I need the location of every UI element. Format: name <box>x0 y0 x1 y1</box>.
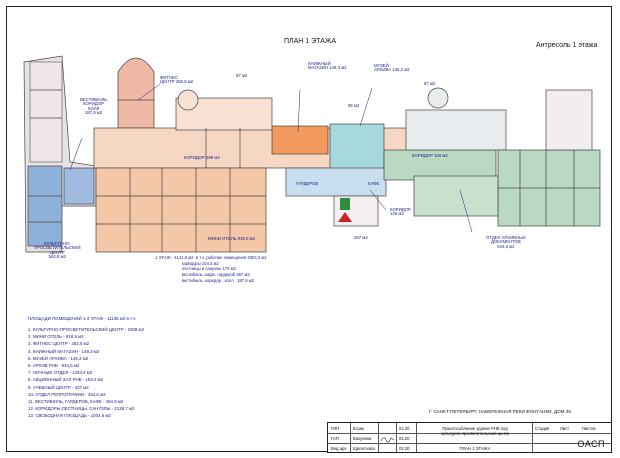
main-body <box>93 87 601 253</box>
col-sheet: Лист <box>560 426 570 431</box>
area-legend: ПЛОЩАДИ ПОМЕЩЕНИЙ 1-3 ЭТАЖ - 11136 м2 в … <box>28 316 144 420</box>
name-gip: Козак <box>353 426 364 431</box>
drawing-sheet-border <box>6 6 612 452</box>
label-cafe: КАФЕ <box>368 181 380 186</box>
date-gap: 02.20 <box>399 436 410 441</box>
floor-area-summary: 1 ЭТАЖ - 4141,6 м2, в т.ч. рабочие помещ… <box>155 255 267 283</box>
label-mini-hotel: МИНИ ОТЕЛЬ 918,9 м2 <box>208 236 256 241</box>
col-stage: Стадия <box>535 426 550 431</box>
legend-item: 13. СВОБОДНАЯ ПЛОЩАДЬ - 1004,6 м2 <box>28 413 111 419</box>
label-museum: МУЗЕЙ АРХИВА 145,2 м2 <box>374 63 410 73</box>
label-area-267: 267 м2 <box>354 235 368 240</box>
signature-mark <box>380 437 395 443</box>
sheet-title: ПЛАН 1 ЭТАЖА <box>459 446 491 451</box>
label-area-65: 65 м2 <box>348 103 360 108</box>
bookstore-zone <box>271 125 329 155</box>
label-corridor-100: КОРИДОР 100 м2 <box>412 153 448 158</box>
label-archive-docs: ОТДЕЛ АРХИВНЫХ ДОКУМЕНТОВ 944,6 м2 <box>486 235 526 249</box>
legend-item: 3. ФИТНЕС ЦЕНТР - 282,5 м2 <box>28 341 90 347</box>
role-lead-architect: Вед.арх <box>331 446 347 451</box>
legend-item: 8. АКЦИОННЫЙ ЗАЛ РНБ - 183,3 м2 <box>28 377 104 383</box>
name-gap: Бакулина <box>353 436 372 441</box>
label-bookstore: КНИЖНЫЙ МАГАЗИН 149,3 м2 <box>308 61 347 71</box>
leader-lines <box>69 83 473 233</box>
label-vestibule: ВЕСТИБЮЛЬ КОРИДОР ХОЛЛ 187,9 м2 <box>80 97 108 115</box>
label-area-87a: 87 м2 <box>236 73 248 78</box>
culture-center-zone <box>27 165 63 247</box>
legend-item: 11. ВЕСТИБЮЛЬ, ГАРДЕРОБ, КАФЕ - 454,9 м2 <box>28 398 124 404</box>
legend-item: 2. МИНИ ОТЕЛЬ - 918,9 м2 <box>28 334 84 340</box>
legend-header: ПЛОЩАДИ ПОМЕЩЕНИЙ 1-3 ЭТАЖ - 11136 м2 в … <box>28 316 137 321</box>
mini-hotel-zone <box>95 167 267 253</box>
left-wing <box>23 55 97 253</box>
label-wardrobe: ГАРДЕРОБ <box>296 181 319 186</box>
legend-item: 9. УЧЕБНЫЙ ЦЕНТР - 437 м2 <box>28 384 89 390</box>
mezzanine-title: Антресоль 1 этажа <box>536 42 598 49</box>
title-block: Г. САНКТ-ПЕТЕРБУРГ, НАБЕРЕЖНАЯ РЕКИ ФОНТ… <box>327 409 612 453</box>
date-gip: 02.20 <box>399 426 410 431</box>
label-culture-center: КУЛЬТУРНО- ПРОСВЕТИТЕЛЬСКИЙ ЦЕНТР 562,8 … <box>34 241 81 259</box>
plan-title: ПЛАН 1 ЭТАЖА <box>284 38 337 45</box>
legend-item: 10. ОТДЕЛ РЕПРОГРАФИИ - 454,6 м2 <box>28 391 106 397</box>
col-sheets: Листов <box>582 426 596 431</box>
legend-item: 6. АРХИВ РНБ - 944,6 м2 <box>28 362 80 368</box>
legend-item: 1. КУЛЬТУРНО-ПРОСВЕТИТЕЛЬСКИЙ ЦЕНТР - 23… <box>28 327 145 332</box>
entrance-marker <box>338 198 352 222</box>
legend-item: 12. КОРИДОРЫ,ЛЕСТНИЦЫ, САНУЗЛЫ - 2138,7 … <box>28 406 135 412</box>
project-name: Приспособление здания РНБ под культурно-… <box>441 426 509 436</box>
name-lead-architect: Щепетнова <box>353 446 375 451</box>
label-area-87b: 87 м2 <box>424 81 436 86</box>
museum-zone <box>329 123 385 171</box>
label-corridor-289: КОРИДОР 289 м2 <box>184 155 220 160</box>
legend-item: 5. МУЗЕЙ АРХИВА - 145,2 м2 <box>28 355 89 361</box>
legend-item: 4. КНИЖНЫЙ МАГАЗИН - 149,3 м2 <box>28 348 100 354</box>
label-corridor-125: КОРИДОР 125 м2 <box>390 207 411 217</box>
role-gip: ГИП <box>331 426 340 431</box>
role-gap: ГАП <box>331 436 339 441</box>
organization-name: ОАСП <box>577 439 605 449</box>
label-fitness: ФИТНЕС ЦЕНТР 282,5 м2 <box>160 75 194 85</box>
date-lead-architect: 02.20 <box>399 446 410 451</box>
legend-item: 7. НОЧНЫЕ ОТДЕЛ - 1293,4 м2 <box>28 370 93 376</box>
title-block-address: Г. САНКТ-ПЕТЕРБУРГ, НАБЕРЕЖНАЯ РЕКИ ФОНТ… <box>429 409 571 414</box>
